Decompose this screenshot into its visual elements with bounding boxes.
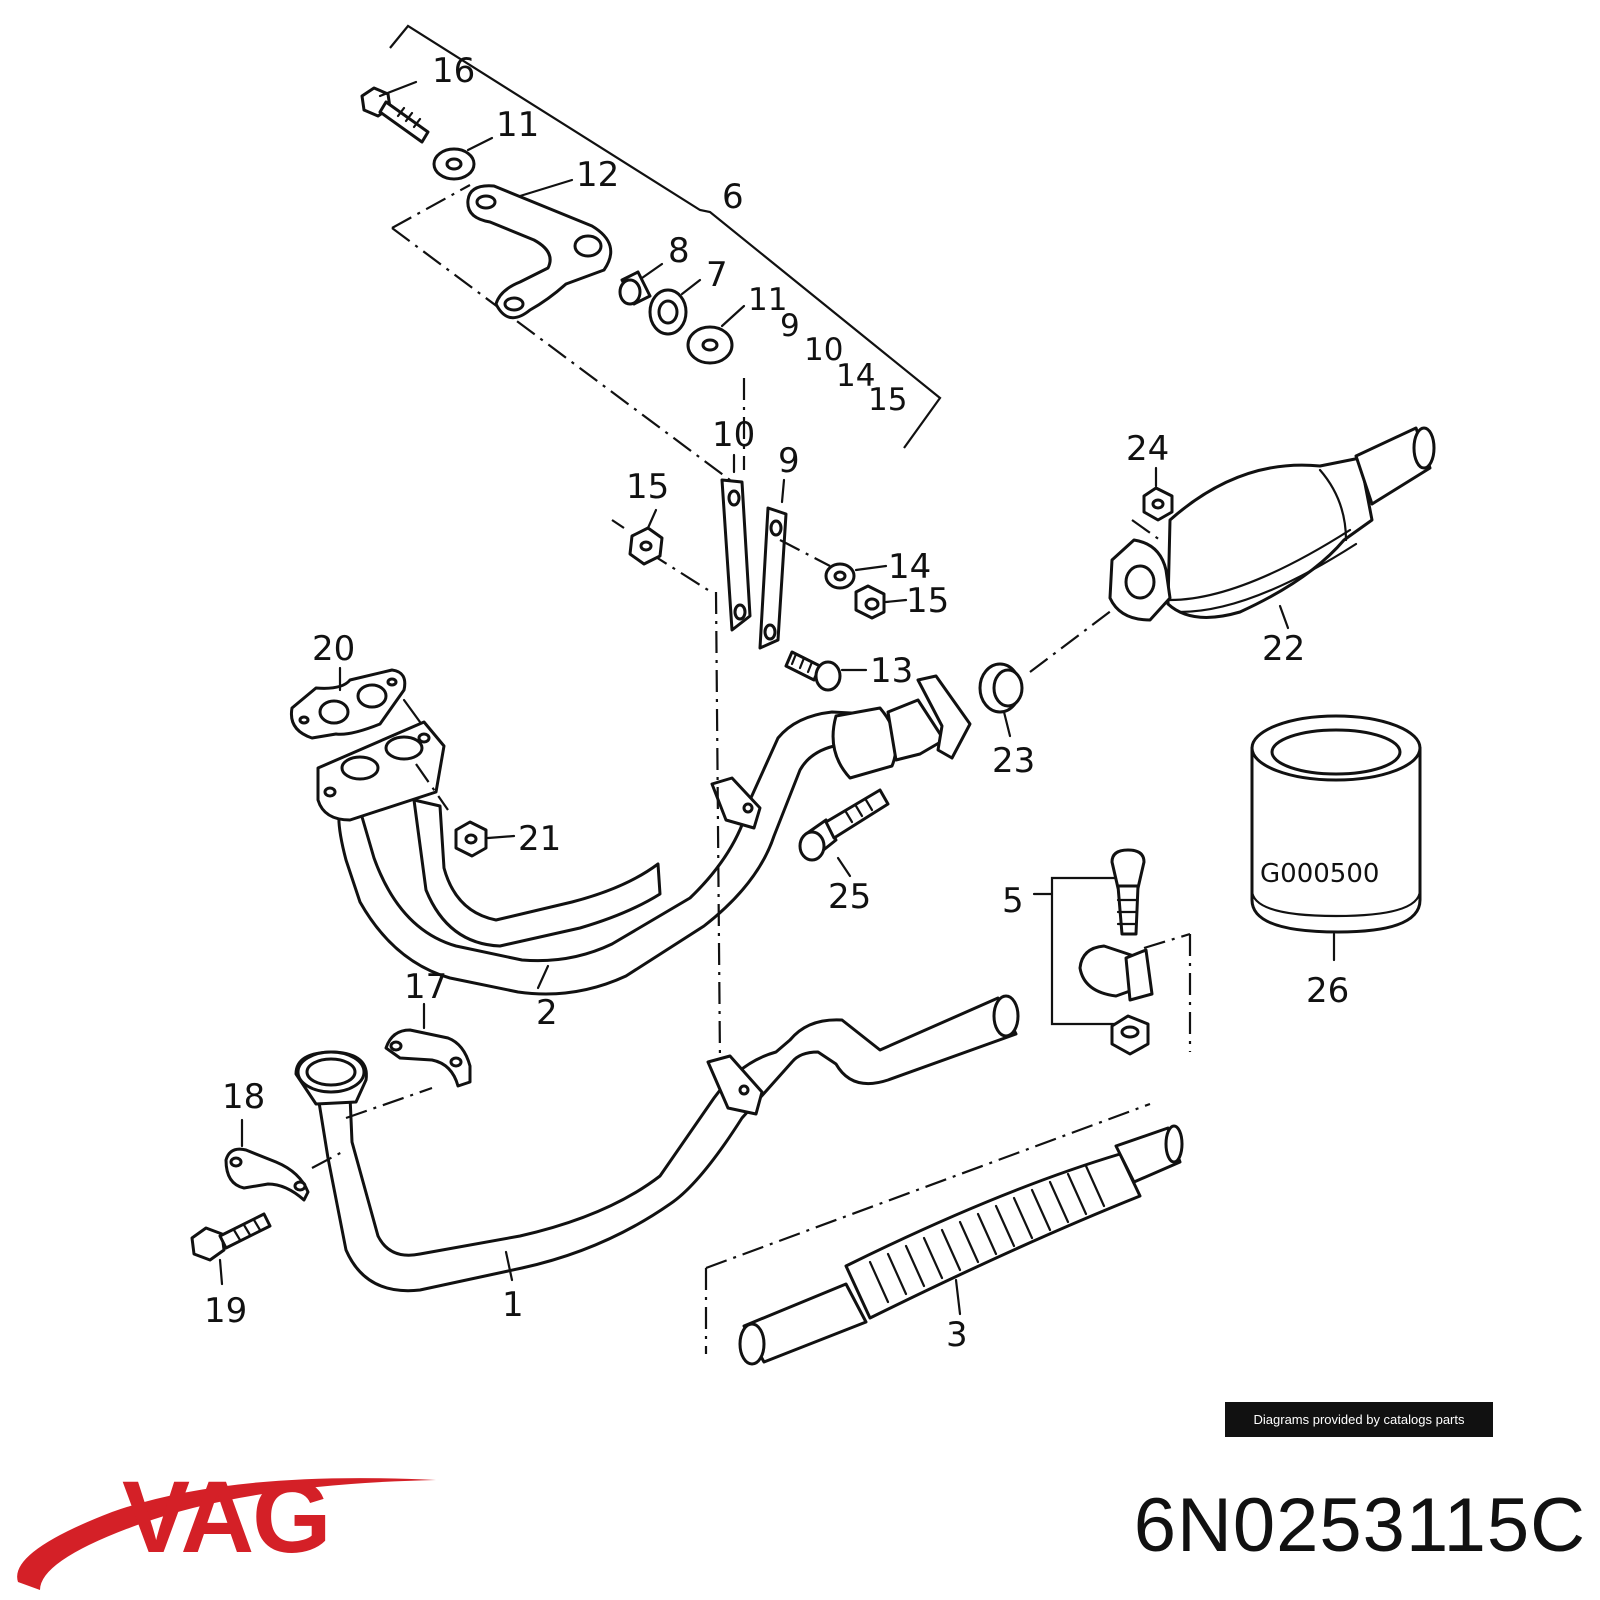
callout-19: 19 bbox=[204, 1291, 247, 1331]
nut-24 bbox=[1131, 466, 1174, 541]
callout-23: 23 bbox=[992, 741, 1035, 781]
callout-13: 13 bbox=[870, 651, 913, 691]
callout-9: 9 bbox=[778, 441, 800, 481]
callout-16: 16 bbox=[432, 51, 475, 91]
callout-14-group: 14 bbox=[836, 358, 875, 394]
seal-ring-23 bbox=[978, 597, 1129, 738]
callout-11-top: 11 bbox=[496, 105, 539, 145]
callout-24: 24 bbox=[1126, 429, 1169, 469]
callout-1: 1 bbox=[502, 1285, 524, 1325]
part-number: 6N0253115C bbox=[1133, 1483, 1586, 1568]
callout-25: 25 bbox=[828, 877, 871, 917]
callout-11-mid: 11 bbox=[748, 282, 787, 318]
callout-labels: 16 11 12 6 8 7 11 9 10 14 15 10 9 15 14 … bbox=[204, 51, 1379, 1355]
callout-21: 21 bbox=[518, 819, 561, 859]
bracket-kit-frame bbox=[389, 24, 942, 481]
callout-3: 3 bbox=[946, 1315, 968, 1355]
callout-20: 20 bbox=[312, 629, 355, 669]
callout-14: 14 bbox=[888, 547, 931, 587]
clamp-kit-5 bbox=[1032, 848, 1192, 1056]
washer-11-top bbox=[432, 136, 494, 181]
callout-6: 6 bbox=[722, 177, 744, 217]
bushing-set bbox=[618, 262, 746, 365]
callout-9-group: 9 bbox=[780, 308, 800, 344]
credit-badge: Diagrams provided by catalogs parts bbox=[1225, 1402, 1493, 1437]
logo-swoosh bbox=[17, 1478, 437, 1590]
callout-12: 12 bbox=[576, 155, 619, 195]
callout-26: 26 bbox=[1306, 971, 1349, 1011]
front-pipe-1 bbox=[294, 994, 1020, 1293]
callout-5: 5 bbox=[1002, 881, 1024, 921]
logo-wordmark: VAG bbox=[122, 1460, 329, 1574]
bracket-12 bbox=[466, 178, 613, 320]
callout-15-right: 15 bbox=[906, 581, 949, 621]
callout-18: 18 bbox=[222, 1077, 265, 1117]
callout-8: 8 bbox=[668, 231, 690, 271]
front-pipe-2 bbox=[316, 674, 972, 996]
callout-22: 22 bbox=[1262, 629, 1305, 669]
callout-17: 17 bbox=[404, 967, 447, 1007]
can-label: G000500 bbox=[1260, 859, 1379, 889]
bolt-13 bbox=[784, 650, 868, 692]
center-axis-line bbox=[714, 591, 722, 1063]
flex-pipe-3 bbox=[704, 1102, 1184, 1366]
callout-15-group: 15 bbox=[868, 382, 907, 418]
clamp-half-18 bbox=[224, 1118, 310, 1202]
callout-7: 7 bbox=[706, 255, 728, 295]
washer-nut-14-15 bbox=[824, 562, 908, 620]
vag-logo: VAG bbox=[17, 1460, 437, 1590]
bolt-16 bbox=[360, 80, 430, 144]
callout-2: 2 bbox=[536, 993, 558, 1033]
callout-10-group: 10 bbox=[804, 332, 843, 368]
stud-25 bbox=[798, 788, 890, 878]
bolt-19 bbox=[190, 1212, 272, 1286]
clamp-half-17 bbox=[384, 1002, 472, 1088]
nut-15-left bbox=[628, 508, 664, 566]
gasket-20 bbox=[289, 666, 422, 740]
catalytic-converter-22 bbox=[1108, 426, 1436, 630]
callout-10: 10 bbox=[712, 415, 755, 455]
hanger-straps-10-9 bbox=[611, 378, 831, 650]
callout-15-left: 15 bbox=[626, 467, 669, 507]
sealant-can-26 bbox=[1250, 714, 1422, 962]
nut-21 bbox=[454, 820, 516, 858]
